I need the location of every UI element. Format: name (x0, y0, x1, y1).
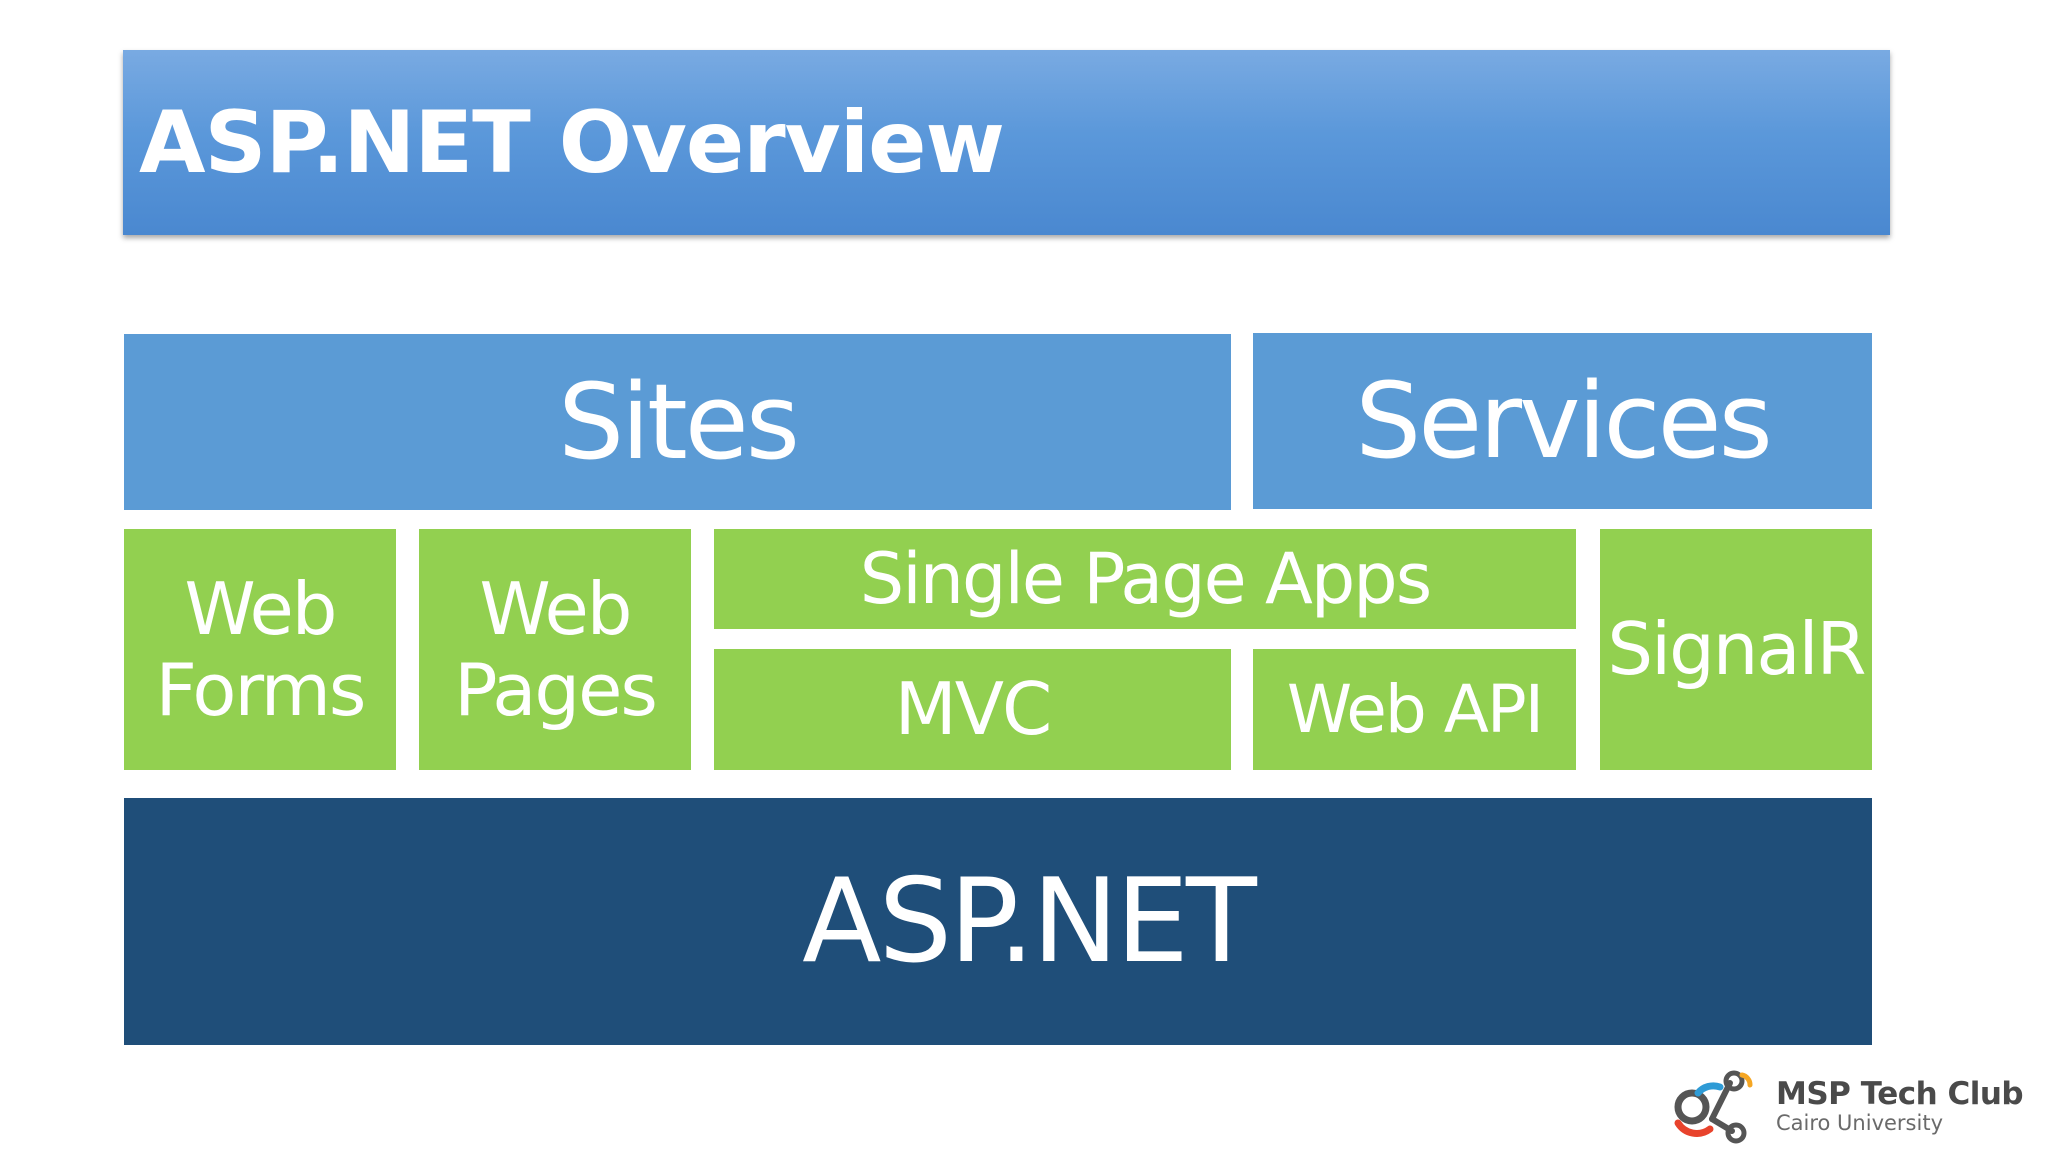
title-bar: ASP.NET Overview (123, 50, 1890, 235)
web-api-block: Web API (1253, 649, 1576, 770)
web-api-label: Web API (1286, 670, 1544, 748)
web-pages-block: Web Pages (419, 529, 691, 770)
logo-subtitle: Cairo University (1776, 1110, 1943, 1135)
web-pages-label-line2: Pages (454, 647, 658, 732)
single-page-apps-block: Single Page Apps (714, 529, 1576, 629)
single-page-apps-label: Single Page Apps (859, 537, 1432, 620)
mvc-block: MVC (714, 649, 1231, 770)
services-label: Services (1355, 359, 1773, 482)
signalr-block: SignalR (1600, 529, 1872, 770)
slide-title: ASP.NET Overview (139, 92, 1005, 193)
aspnet-label: ASP.NET (802, 853, 1257, 989)
web-forms-label-line2: Forms (155, 647, 367, 732)
mvc-label: MVC (894, 667, 1053, 752)
web-pages-label-line1: Web (479, 566, 633, 651)
msp-tech-club-logo: MSP Tech Club Cairo University (1668, 1060, 2048, 1152)
msp-logo-icon (1674, 1070, 1753, 1144)
aspnet-base-layer: ASP.NET (124, 798, 1872, 1045)
signalr-label: SignalR (1607, 607, 1866, 692)
web-forms-label-line1: Web (184, 566, 338, 651)
logo-name: MSP Tech Club (1776, 1076, 2024, 1113)
services-layer: Services (1253, 333, 1872, 509)
sites-layer: Sites (124, 334, 1231, 510)
sites-label: Sites (558, 360, 800, 483)
web-forms-block: Web Forms (124, 529, 396, 770)
